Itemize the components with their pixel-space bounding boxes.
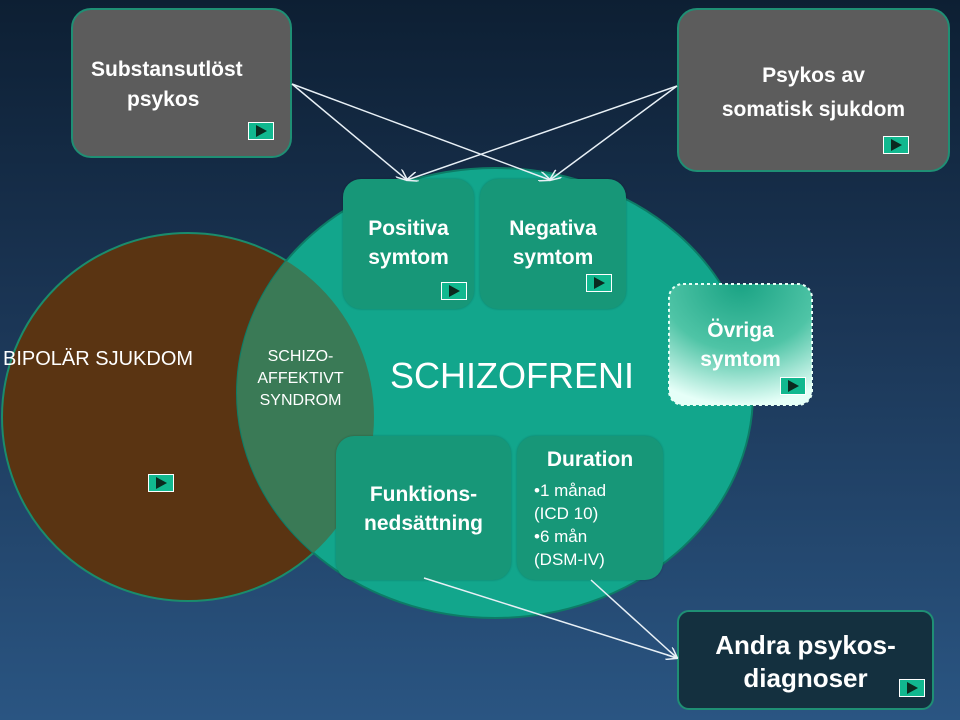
somatisk-line-2: somatisk sjukdom — [721, 98, 906, 121]
ovriga-symtom-label: Övriga symtom — [669, 316, 812, 374]
schizoaffektivt-label: SCHIZO- AFFEKTIVT SYNDROM — [243, 346, 358, 412]
andra-line-1: Andra psykos- — [715, 630, 896, 660]
funktionsnedsattning-box: Funktions- nedsättning — [336, 436, 511, 580]
bipolar-label: BIPOLÄR SJUKDOM — [3, 348, 194, 370]
play-button-icon[interactable] — [248, 122, 274, 140]
ovriga-line-2: symtom — [700, 348, 781, 371]
andra-line-2: diagnoser — [743, 663, 868, 693]
play-button-icon[interactable] — [148, 474, 174, 492]
duration-item: (ICD 10) — [534, 504, 599, 523]
overlap-line: SYNDROM — [259, 392, 342, 409]
substans-line-1: Substansutlöst — [91, 58, 243, 81]
positiva-line-1: Positiva — [368, 217, 449, 240]
duration-item: (DSM-IV) — [534, 550, 605, 569]
andra-psykosdiagnoser-box: Andra psykos- diagnoser — [677, 610, 934, 710]
substans-line-2: psykos — [127, 88, 200, 111]
positiva-line-2: symtom — [368, 246, 449, 269]
duration-item: •1 månad — [534, 481, 607, 500]
psykos-somatisk-sjukdom-box: Psykos av somatisk sjukdom — [677, 8, 950, 172]
schizofreni-label: SCHIZOFRENI — [390, 355, 635, 396]
ovriga-line-1: Övriga — [707, 319, 774, 342]
negativa-line-2: symtom — [512, 246, 594, 269]
somatisk-line-1: Psykos av — [762, 64, 865, 87]
funktion-line-2: nedsättning — [364, 512, 483, 535]
substansutlost-psykos-box: Substansutlöst psykos — [71, 8, 292, 158]
positiva-symtom-box: Positiva symtom — [343, 179, 474, 309]
duration-box: Duration •1 månad (ICD 10) •6 mån (DSM-I… — [517, 436, 663, 580]
duration-list: •1 månad (ICD 10) •6 mån (DSM-IV) — [534, 479, 606, 571]
play-button-icon[interactable] — [586, 274, 612, 292]
overlap-line: AFFEKTIVT — [257, 370, 344, 387]
play-button-icon[interactable] — [899, 679, 925, 697]
duration-item: •6 mån — [534, 527, 588, 546]
duration-title: Duration — [546, 448, 634, 471]
negativa-symtom-box: Negativa symtom — [480, 179, 626, 309]
play-button-icon[interactable] — [780, 377, 806, 395]
negativa-line-1: Negativa — [509, 217, 597, 240]
funktion-line-1: Funktions- — [369, 483, 478, 506]
play-button-icon[interactable] — [441, 282, 467, 300]
overlap-line: SCHIZO- — [267, 348, 334, 365]
ovriga-symtom-box — [668, 283, 813, 406]
play-button-icon[interactable] — [883, 136, 909, 154]
